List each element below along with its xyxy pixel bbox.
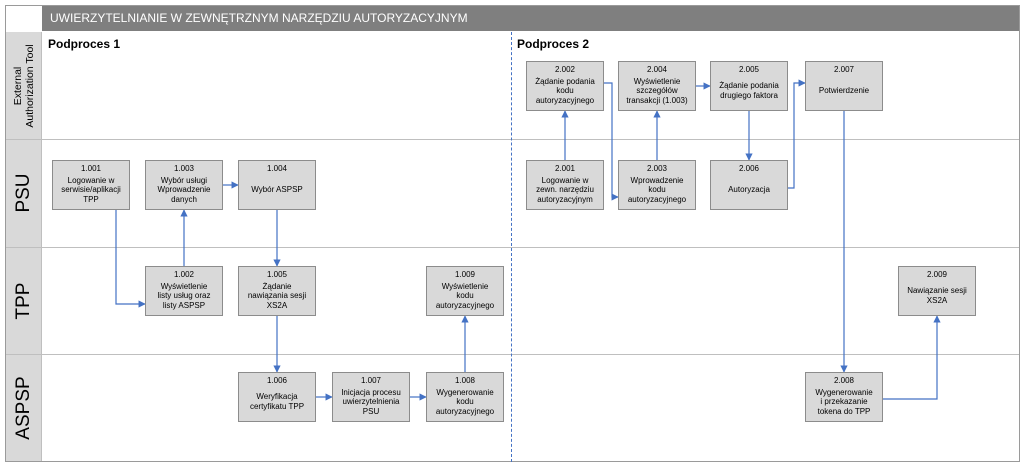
step-label: Inicjacja procesu uwierzytelnienia PSU <box>341 387 401 416</box>
step-code: 1.008 <box>454 376 476 385</box>
step-code: 2.005 <box>738 65 760 74</box>
lane-separator <box>6 247 1019 248</box>
step-code: 1.009 <box>454 270 476 279</box>
subprocess-divider <box>511 32 512 462</box>
step-code: 1.005 <box>266 270 288 279</box>
diagram-title: UWIERZYTELNIANIE W ZEWNĘTRZNYM NARZĘDZIU… <box>42 6 1019 31</box>
lane-separator <box>6 354 1019 355</box>
lane-label-text: ASPSP <box>12 375 34 440</box>
step-label: Wygenerowanie kodu autoryzacyjnego <box>435 387 495 416</box>
step-code: 2.006 <box>738 164 760 173</box>
step-code: 1.006 <box>266 376 288 385</box>
step-code: 2.004 <box>646 65 668 74</box>
lane-label-text: PSU <box>12 173 34 213</box>
step-label: Żądanie podania drugiego faktora <box>719 81 779 100</box>
lane-separator <box>6 139 1019 140</box>
step-code: 2.002 <box>554 65 576 74</box>
step-code: 2.007 <box>833 65 855 74</box>
step-label: Wygenerowanie i przekazanie tokena do TP… <box>815 387 873 416</box>
step-code: 1.001 <box>80 164 102 173</box>
step-code: 2.003 <box>646 164 668 173</box>
lane-label-psu: PSU <box>6 139 42 247</box>
lane-label-text: External Authorization Tool <box>11 43 36 128</box>
step-code: 1.002 <box>173 270 195 279</box>
diagram-frame <box>5 5 1020 462</box>
section-title-podproces-2: Podproces 2 <box>517 37 590 51</box>
step-label: Wyświetlenie kodu autoryzacyjnego <box>435 281 495 310</box>
step-label: Potwierdzenie <box>818 86 870 95</box>
lane-label-text: TPP <box>12 282 34 319</box>
step-code: 2.009 <box>926 270 948 279</box>
step-code: 1.004 <box>266 164 288 173</box>
step-label: Żądanie nawiązania sesji XS2A <box>247 281 307 310</box>
step-code: 1.003 <box>173 164 195 173</box>
step-label: Logowanie w zewn. narzędziu autoryzacyjn… <box>536 175 594 204</box>
lane-label-aspsp: ASPSP <box>6 354 42 461</box>
step-label: Wprowadzenie kodu autoryzacyjnego <box>627 175 687 204</box>
step-label: Wyświetlenie szczegółów transakcji (1.00… <box>626 76 688 105</box>
section-title-podproces-1: Podproces 1 <box>48 37 121 51</box>
step-label: Nawiązanie sesji XS2A <box>907 286 967 305</box>
lane-label-external-authorization-tool: External Authorization Tool <box>6 32 42 139</box>
step-code: 2.001 <box>554 164 576 173</box>
step-label: Wyświetlenie listy usług oraz listy ASPS… <box>157 281 211 310</box>
step-label: Żądanie podania kodu autoryzacyjnego <box>535 76 595 105</box>
step-label: Logowanie w serwisie/aplikacji TPP <box>61 175 121 204</box>
step-label: Autoryzacja <box>728 185 770 194</box>
step-label: Wybór ASPSP <box>251 185 303 194</box>
lane-label-tpp: TPP <box>6 247 42 354</box>
step-code: 2.008 <box>833 376 855 385</box>
header-corner <box>6 6 42 31</box>
step-label: Weryfikacja certyfikatu TPP <box>249 392 305 411</box>
step-code: 1.007 <box>360 376 382 385</box>
step-label: Wybór usługi Wprowadzenie danych <box>157 175 211 204</box>
